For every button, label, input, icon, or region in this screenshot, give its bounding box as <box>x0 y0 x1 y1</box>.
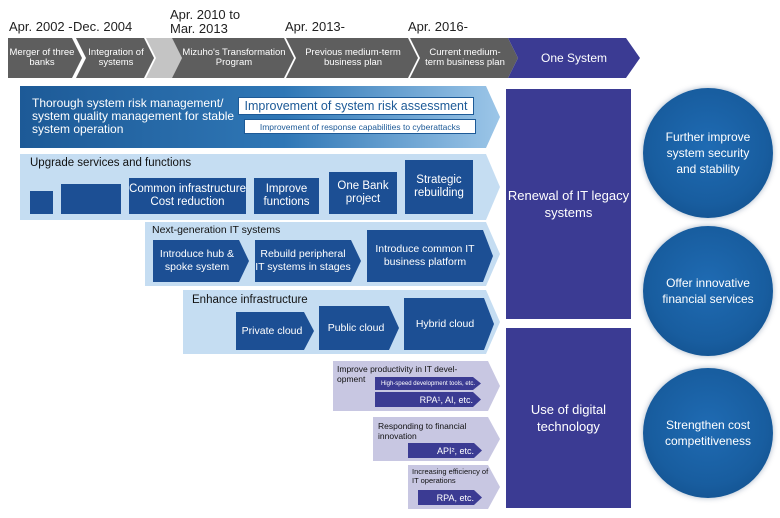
period-2013: Apr. 2013- <box>285 19 345 34</box>
timeline-current-plan: Current medium-term business plan <box>410 38 518 78</box>
timeline-one-system-label: One System <box>540 51 608 65</box>
efficiency-label: Increasing efficiency of IT operations <box>412 467 489 485</box>
common-platform-text: Introduce common IT business platform <box>375 243 475 268</box>
rpa-box: RPA, etc. <box>418 490 482 505</box>
one-bank-project-text: One Bank project <box>337 180 389 205</box>
api-box: API², etc. <box>408 443 482 458</box>
hybrid-cloud-text: Hybrid cloud <box>415 317 475 330</box>
api-text: API², etc. <box>436 445 474 456</box>
dev-tools-text: High-speed development tools, etc. <box>380 380 475 387</box>
timeline-integration-label: Integration of systems <box>88 47 144 68</box>
strategic-rebuilding-text: Strategic rebuilding <box>414 174 464 199</box>
improve-functions-box: Improve functions <box>254 178 319 214</box>
timeline-previous-plan-label: Previous medium-term business plan <box>305 47 401 68</box>
nextgen-label: Next-generation IT systems <box>152 224 281 236</box>
innovative-services-text: Offer innovative financial services <box>662 276 754 306</box>
public-cloud-box: Public cloud <box>319 306 399 350</box>
timeline-transformation-label: Mizuho's Transformation Program <box>182 47 286 68</box>
risk-assessment-text: Improvement of system risk assessment <box>244 99 468 113</box>
rebuild-peripheral-text: Rebuild peripheral IT systems in stages <box>255 248 351 273</box>
one-bank-project-box: One Bank project <box>329 172 397 214</box>
cyberattack-text: Improvement of response capabilities to … <box>259 121 461 132</box>
cost-competitiveness-circle: Strengthen cost competitiveness <box>643 368 773 498</box>
financial-innovation-label: Responding to financial innovation <box>378 421 467 441</box>
period-2016: Apr. 2016- <box>408 19 468 34</box>
timeline-transformation: Mizuho's Transformation Program <box>172 38 294 78</box>
digital-technology-box: Use of digital technology <box>506 328 631 508</box>
digital-technology-text: Use of digital technology <box>530 402 607 434</box>
renewal-legacy-box: Renewal of IT legacy systems <box>506 89 631 319</box>
strategic-rebuilding-box: Strategic rebuilding <box>405 160 473 214</box>
rpa-text: RPA, etc. <box>436 492 474 503</box>
upgrade-services-label: Upgrade services and functions <box>30 157 192 169</box>
hybrid-cloud-box: Hybrid cloud <box>404 298 494 350</box>
hub-spoke-box: Introduce hub & spoke system <box>153 240 249 282</box>
cost-competitiveness-text: Strengthen cost competitiveness <box>664 418 752 448</box>
upgrade-block-small <box>30 191 53 214</box>
risk-management-label: Thorough system risk management/ system … <box>32 96 235 136</box>
rebuild-peripheral-box: Rebuild peripheral IT systems in stages <box>255 240 361 282</box>
timeline-integration: Integration of systems <box>76 38 154 78</box>
upgrade-block-medium <box>61 184 121 214</box>
public-cloud-text: Public cloud <box>327 321 385 334</box>
common-platform-box: Introduce common IT business platform <box>367 230 493 282</box>
improve-functions-text: Improve functions <box>263 183 310 208</box>
common-infrastructure-text: Common infrastructure Cost reduction <box>129 183 246 208</box>
period-2002: Apr. 2002 - <box>9 19 73 34</box>
private-cloud-text: Private cloud <box>241 324 303 337</box>
cyberattack-box: Improvement of response capabilities to … <box>244 119 476 134</box>
infrastructure-label: Enhance infrastructure <box>192 294 308 306</box>
timeline-current-plan-label: Current medium-term business plan <box>425 47 505 68</box>
renewal-legacy-text: Renewal of IT legacy systems <box>507 188 630 220</box>
innovative-services-circle: Offer innovative financial services <box>643 226 773 356</box>
period-2004: Dec. 2004 <box>73 19 133 34</box>
dev-tools-box: High-speed development tools, etc. <box>375 377 481 390</box>
risk-management-band <box>20 86 500 148</box>
productivity-label: Improve productivity in IT devel- opment <box>337 364 458 384</box>
risk-assessment-box: Improvement of system risk assessment <box>238 97 474 115</box>
common-infrastructure-box: Common infrastructure Cost reduction <box>129 178 246 214</box>
private-cloud-box: Private cloud <box>236 312 314 350</box>
timeline-previous-plan: Previous medium-term business plan <box>286 38 418 78</box>
security-circle: Further improve system security and stab… <box>643 88 773 218</box>
timeline-merger-label: Merger of three banks <box>9 47 75 68</box>
rpa-ai-box: RPA¹, AI, etc. <box>375 392 481 407</box>
security-circle-text: Further improve system security and stab… <box>665 130 751 176</box>
rpa-ai-text: RPA¹, AI, etc. <box>419 394 473 405</box>
timeline-merger: Merger of three banks <box>8 38 82 78</box>
hub-spoke-text: Introduce hub & spoke system <box>159 248 235 273</box>
period-2010-2013: Apr. 2010 to Mar. 2013 <box>170 7 241 36</box>
timeline-one-system: One System <box>508 38 640 78</box>
